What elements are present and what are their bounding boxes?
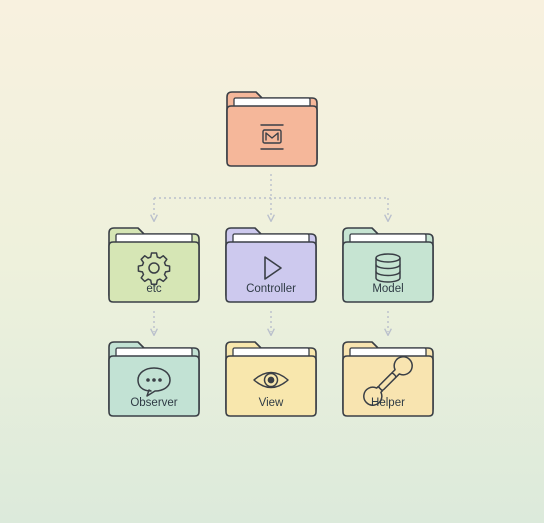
folder-label-view: View (258, 397, 284, 409)
mvc-logo-icon (260, 124, 284, 150)
folder-etc[interactable]: etc (106, 221, 202, 303)
play-icon (264, 256, 282, 280)
chat-icon (137, 367, 171, 397)
folder-root[interactable] (224, 85, 320, 167)
folder-label-helper: Helper (371, 397, 405, 409)
folder-label-observer: Observer (130, 397, 178, 409)
folder-helper[interactable]: Helper (340, 335, 436, 417)
database-icon (375, 253, 401, 283)
eye-icon (253, 371, 289, 389)
folder-model[interactable]: Model (340, 221, 436, 303)
row-connectors (154, 311, 388, 332)
wrench-icon (363, 356, 413, 406)
root-to-children-connectors (154, 174, 388, 218)
folder-view[interactable]: View (223, 335, 319, 417)
folder-label-etc: etc (146, 283, 162, 295)
gear-icon (137, 252, 171, 285)
folder-label-controller: Controller (246, 283, 296, 295)
folder-observer[interactable]: Observer (106, 335, 202, 417)
folder-controller[interactable]: Controller (223, 221, 319, 303)
folder-label-model: Model (372, 283, 404, 295)
